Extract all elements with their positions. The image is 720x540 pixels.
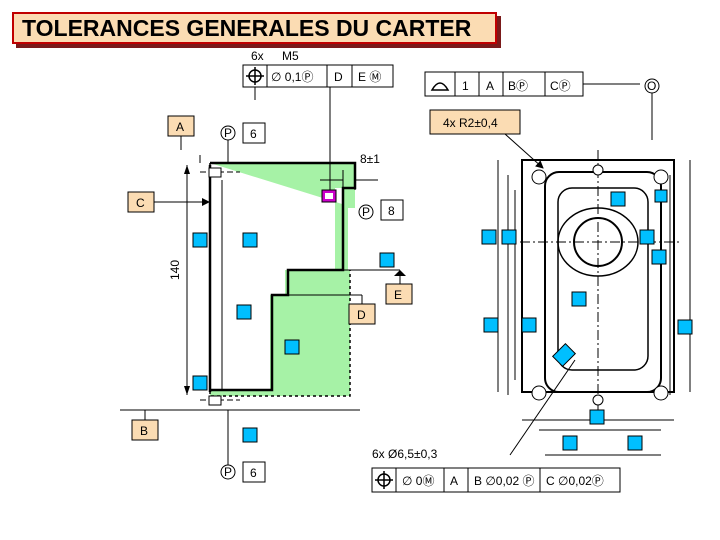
profile-ref-c: CⓅ <box>550 79 571 93</box>
position-ref-d: D <box>334 70 343 84</box>
bottom-ref-a: A <box>450 474 458 488</box>
marker <box>651 249 667 265</box>
radius-label: 4x R2±0,4 <box>443 116 498 130</box>
holes-label: 6x Ø6,5±0,3 <box>372 447 438 461</box>
position-icon <box>246 67 264 85</box>
marker <box>236 304 252 320</box>
marker <box>379 252 395 268</box>
datum-b-label: B <box>140 424 148 438</box>
profile-ref-a: A <box>486 79 494 93</box>
datum-e-box <box>385 283 413 305</box>
position-icon <box>375 471 393 489</box>
bottom-tolerance: ∅ 0Ⓜ <box>402 474 434 488</box>
position-tolerance: ∅ 0,1Ⓟ <box>271 70 313 84</box>
radius-box <box>429 109 521 135</box>
profile-ref-b: BⓅ <box>508 79 528 93</box>
position-ref-e: E Ⓜ <box>358 70 381 84</box>
dim-140-label: 140 <box>168 260 182 280</box>
thread-count: 6x <box>251 49 264 63</box>
bottom-ref-c: C ∅0,02Ⓟ <box>546 474 604 488</box>
p-6-top-symbol: P <box>224 126 232 140</box>
marker <box>284 339 300 355</box>
marker <box>192 375 208 391</box>
datum-e-label: E <box>394 288 402 302</box>
page-title: TOLERANCES GENERALES DU CARTER <box>12 12 497 44</box>
marker <box>562 435 578 451</box>
marker <box>610 191 626 207</box>
p-8-value: 8 <box>388 204 395 218</box>
circle-o-label: O <box>647 79 656 93</box>
p-8-symbol: P <box>362 205 370 219</box>
p-6-bottom-value: 6 <box>250 466 257 480</box>
dim-8-label: 8±1 <box>360 152 380 166</box>
marker <box>654 189 668 203</box>
section-fill-2 <box>210 163 355 396</box>
marker <box>677 319 693 335</box>
marker <box>501 229 517 245</box>
datum-a-label: A <box>176 120 184 134</box>
marker <box>589 409 605 425</box>
bottom-ref-b: B ∅0,02 Ⓟ <box>474 474 534 488</box>
profile-icon <box>430 82 450 91</box>
marker <box>192 232 208 248</box>
datum-c-label: C <box>136 196 145 210</box>
datum-d-label: D <box>357 308 366 322</box>
marker <box>571 291 587 307</box>
marker <box>521 317 537 333</box>
thread-size: M5 <box>282 49 299 63</box>
profile-frame <box>424 71 584 97</box>
marker <box>242 232 258 248</box>
marker <box>242 427 258 443</box>
bottom-frame <box>371 467 621 493</box>
position-frame <box>242 64 394 88</box>
marker <box>627 435 643 451</box>
p-6-bottom-symbol: P <box>224 465 232 479</box>
marker <box>481 229 497 245</box>
marker <box>551 342 577 368</box>
p-6-top-value: 6 <box>250 127 257 141</box>
marker <box>639 229 655 245</box>
profile-tolerance: 1 <box>462 79 469 93</box>
marker <box>483 317 499 333</box>
